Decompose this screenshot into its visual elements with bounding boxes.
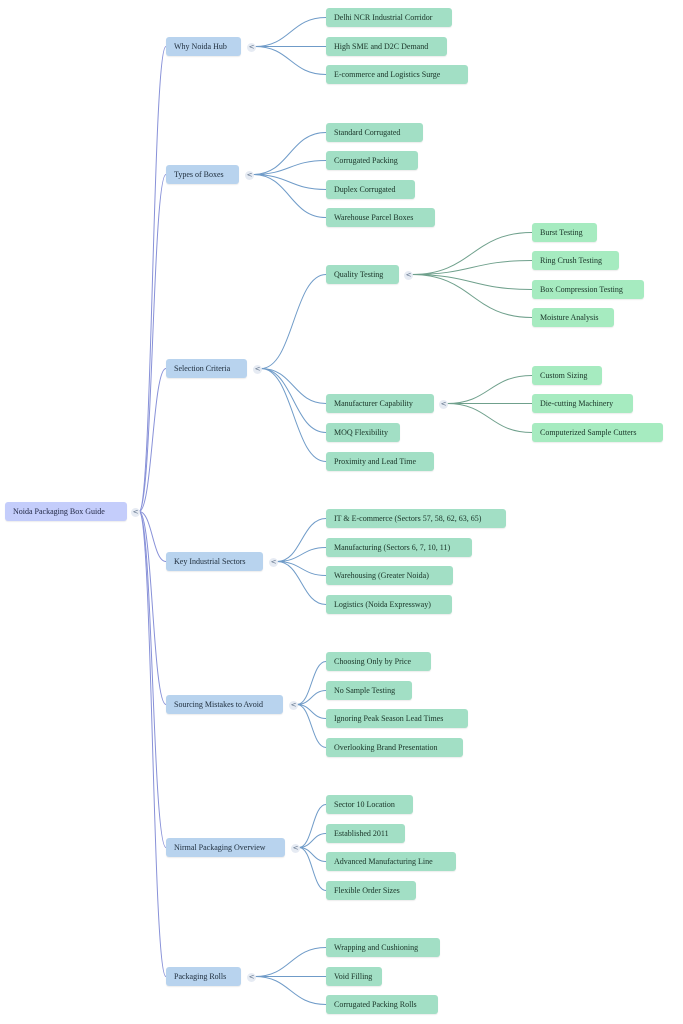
- branch-link-flexible-order-sizes: [298, 847, 327, 891]
- leaf-overlooking-brand-presentation[interactable]: Overlooking Brand Presentation: [326, 738, 463, 757]
- root-link-nirmal-packaging-overview: [138, 511, 167, 848]
- branch-toggle-chevron-collapse-icon[interactable]: <: [269, 557, 278, 567]
- branch-toggle-chevron-collapse-icon[interactable]: <: [247, 42, 256, 52]
- subleaf-die-cutting-machinery[interactable]: Die-cutting Machinery: [532, 394, 633, 413]
- leaf-high-sme-and-d2c-demand[interactable]: High SME and D2C Demand: [326, 37, 447, 56]
- branch-link-corrugated-packing-rolls: [254, 976, 327, 1005]
- leaf-proximity-and-lead-time[interactable]: Proximity and Lead Time: [326, 452, 434, 471]
- subleaf-ring-crush-testing[interactable]: Ring Crush Testing: [532, 251, 619, 270]
- branch-nirmal-packaging-overview[interactable]: Nirmal Packaging Overview: [166, 838, 285, 857]
- branch-link-delhi-ncr-industrial-corridor: [254, 17, 327, 47]
- root-link-key-industrial-sectors: [138, 511, 167, 562]
- leaf-duplex-corrugated[interactable]: Duplex Corrugated: [326, 180, 415, 199]
- branch-link-it-e-commerce-sectors-57-58-62-63-65: [276, 518, 327, 562]
- subleaf-link-computerized-sample-cutters: [446, 403, 533, 433]
- root-link-types-of-boxes: [138, 174, 167, 512]
- branch-toggle-chevron-collapse-icon[interactable]: <: [253, 364, 262, 374]
- root-link-packaging-rolls: [138, 511, 167, 977]
- branch-toggle-chevron-collapse-icon[interactable]: <: [291, 843, 300, 853]
- branch-link-established-2011: [298, 833, 327, 848]
- branch-key-industrial-sectors[interactable]: Key Industrial Sectors: [166, 552, 263, 571]
- root-link-selection-criteria: [138, 368, 167, 512]
- branch-types-of-boxes[interactable]: Types of Boxes: [166, 165, 239, 184]
- leaf-established-2011[interactable]: Established 2011: [326, 824, 405, 843]
- branch-selection-criteria[interactable]: Selection Criteria: [166, 359, 247, 378]
- leaf-toggle-chevron-collapse-icon[interactable]: <: [439, 399, 448, 409]
- branch-packaging-rolls[interactable]: Packaging Rolls: [166, 967, 241, 986]
- leaf-logistics-noida-expressway[interactable]: Logistics (Noida Expressway): [326, 595, 452, 614]
- leaf-moq-flexibility[interactable]: MOQ Flexibility: [326, 423, 400, 442]
- branch-toggle-chevron-collapse-icon[interactable]: <: [245, 170, 254, 180]
- subleaf-custom-sizing[interactable]: Custom Sizing: [532, 366, 602, 385]
- branch-link-choosing-only-by-price: [296, 661, 327, 705]
- subleaf-burst-testing[interactable]: Burst Testing: [532, 223, 597, 242]
- branch-link-sector-10-location: [298, 804, 327, 848]
- branch-link-quality-testing: [260, 274, 327, 369]
- leaf-flexible-order-sizes[interactable]: Flexible Order Sizes: [326, 881, 416, 900]
- leaf-e-commerce-and-logistics-surge[interactable]: E-commerce and Logistics Surge: [326, 65, 468, 84]
- root-node[interactable]: Noida Packaging Box Guide: [5, 502, 127, 521]
- leaf-toggle-chevron-collapse-icon[interactable]: <: [404, 270, 413, 280]
- branch-link-wrapping-and-cushioning: [254, 947, 327, 977]
- leaf-warehouse-parcel-boxes[interactable]: Warehouse Parcel Boxes: [326, 208, 435, 227]
- subleaf-link-box-compression-testing: [411, 274, 533, 290]
- subleaf-computerized-sample-cutters[interactable]: Computerized Sample Cutters: [532, 423, 663, 442]
- leaf-ignoring-peak-season-lead-times[interactable]: Ignoring Peak Season Lead Times: [326, 709, 468, 728]
- leaf-advanced-manufacturing-line[interactable]: Advanced Manufacturing Line: [326, 852, 456, 871]
- branch-toggle-chevron-collapse-icon[interactable]: <: [289, 700, 298, 710]
- leaf-corrugated-packing[interactable]: Corrugated Packing: [326, 151, 418, 170]
- leaf-wrapping-and-cushioning[interactable]: Wrapping and Cushioning: [326, 938, 440, 957]
- branch-link-manufacturing-sectors-6-7-10-11: [276, 547, 327, 562]
- leaf-sector-10-location[interactable]: Sector 10 Location: [326, 795, 413, 814]
- branch-link-logistics-noida-expressway: [276, 561, 327, 605]
- leaf-manufacturer-capability[interactable]: Manufacturer Capability: [326, 394, 434, 413]
- branch-link-manufacturer-capability: [260, 368, 327, 404]
- branch-link-duplex-corrugated: [252, 174, 327, 190]
- branch-link-moq-flexibility: [260, 368, 327, 433]
- leaf-it-e-commerce-sectors-57-58-62-63-65[interactable]: IT & E-commerce (Sectors 57, 58, 62, 63,…: [326, 509, 506, 528]
- leaf-manufacturing-sectors-6-7-10-11[interactable]: Manufacturing (Sectors 6, 7, 10, 11): [326, 538, 472, 557]
- root-link-sourcing-mistakes-to-avoid: [138, 511, 167, 705]
- subleaf-box-compression-testing[interactable]: Box Compression Testing: [532, 280, 644, 299]
- branch-link-standard-corrugated: [252, 132, 327, 175]
- leaf-choosing-only-by-price[interactable]: Choosing Only by Price: [326, 652, 431, 671]
- subleaf-link-burst-testing: [411, 232, 533, 275]
- subleaf-moisture-analysis[interactable]: Moisture Analysis: [532, 308, 614, 327]
- branch-link-warehouse-parcel-boxes: [252, 174, 327, 218]
- branch-link-proximity-and-lead-time: [260, 368, 327, 462]
- leaf-void-filling[interactable]: Void Filling: [326, 967, 382, 986]
- branch-link-overlooking-brand-presentation: [296, 704, 327, 748]
- leaf-corrugated-packing-rolls[interactable]: Corrugated Packing Rolls: [326, 995, 438, 1014]
- subleaf-link-moisture-analysis: [411, 274, 533, 318]
- branch-toggle-chevron-collapse-icon[interactable]: <: [247, 972, 256, 982]
- subleaf-link-custom-sizing: [446, 375, 533, 404]
- leaf-delhi-ncr-industrial-corridor[interactable]: Delhi NCR Industrial Corridor: [326, 8, 452, 27]
- leaf-quality-testing[interactable]: Quality Testing: [326, 265, 399, 284]
- branch-link-warehousing-greater-noida: [276, 561, 327, 576]
- branch-link-no-sample-testing: [296, 690, 327, 705]
- branch-link-corrugated-packing: [252, 160, 327, 175]
- leaf-standard-corrugated[interactable]: Standard Corrugated: [326, 123, 423, 142]
- leaf-warehousing-greater-noida[interactable]: Warehousing (Greater Noida): [326, 566, 453, 585]
- subleaf-link-ring-crush-testing: [411, 260, 533, 275]
- root-link-why-noida-hub: [138, 46, 167, 512]
- leaf-no-sample-testing[interactable]: No Sample Testing: [326, 681, 412, 700]
- branch-why-noida-hub[interactable]: Why Noida Hub: [166, 37, 241, 56]
- branch-link-e-commerce-and-logistics-surge: [254, 46, 327, 75]
- branch-sourcing-mistakes-to-avoid[interactable]: Sourcing Mistakes to Avoid: [166, 695, 283, 714]
- root-collapse-toggle-chevron-collapse-icon[interactable]: <: [131, 507, 140, 517]
